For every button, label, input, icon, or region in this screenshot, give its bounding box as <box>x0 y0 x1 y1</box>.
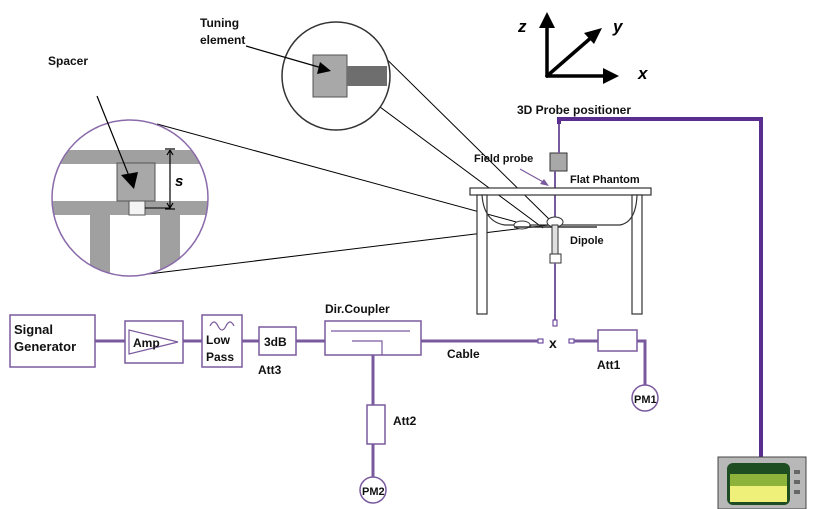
pm2-label: PM2 <box>362 486 385 498</box>
pm1-label: PM1 <box>634 394 657 406</box>
att3-label: Att3 <box>258 363 282 377</box>
pm2-meter <box>359 476 387 504</box>
spacer-arrow-head <box>121 172 138 189</box>
dipole-label: Dipole <box>570 235 604 247</box>
signal-generator-box <box>9 314 96 368</box>
axis-arrow-heads <box>539 12 619 84</box>
attenuator-3db-label: 3dB <box>264 335 287 349</box>
signal-generator-label-1: Signal <box>14 322 53 337</box>
connector-left <box>537 338 544 344</box>
spacing-dimension <box>165 148 175 210</box>
signal-generator-label-2: Generator <box>14 339 76 354</box>
monitor-icon <box>717 456 807 509</box>
connector-right <box>568 338 575 344</box>
spacer-pointer-line <box>96 95 132 182</box>
connector-top <box>552 319 558 327</box>
low-pass-wave-icon <box>209 321 235 331</box>
spacer-label: Spacer <box>48 54 88 68</box>
probe-positioner-cable <box>557 117 763 460</box>
field-probe-arrow-head <box>540 179 549 186</box>
x-axis-label: x <box>637 64 649 83</box>
probe-positioner-label: 3D Probe positioner <box>517 103 631 117</box>
amp-triangle-icon <box>128 329 179 355</box>
z-axis-label: z <box>517 17 527 36</box>
rf-cables <box>95 339 647 477</box>
att1-label: Att1 <box>597 358 621 372</box>
spacer-detail-circle <box>51 119 209 277</box>
attenuator-3db-box <box>258 326 297 356</box>
flat-phantom-table <box>469 187 652 315</box>
tuning-detail-circle <box>281 21 391 131</box>
tuning-pointer-line <box>245 45 323 69</box>
y-axis-label: y <box>612 17 624 36</box>
att1-box <box>597 329 638 352</box>
flat-phantom-label: Flat Phantom <box>570 174 640 186</box>
junction-label: x <box>549 335 557 351</box>
amp-label: Amp <box>133 336 160 350</box>
dipole-assembly <box>513 216 597 264</box>
dir-coupler-label: Dir.Coupler <box>325 302 390 316</box>
tuning-element-label-2: element <box>200 33 245 47</box>
directional-coupler-box <box>324 320 422 356</box>
tuning-arrow-head <box>317 62 331 74</box>
low-pass-label-1: Low <box>206 333 231 347</box>
pm1-meter <box>631 384 659 412</box>
coupler-internal-lines <box>331 330 410 355</box>
probe-holder <box>549 152 568 172</box>
cable-label: Cable <box>447 347 480 361</box>
field-probe-label: Field probe <box>474 153 533 165</box>
att2-label: Att2 <box>393 414 417 428</box>
field-probe-pointer <box>519 168 546 184</box>
low-pass-label-2: Pass <box>206 350 234 364</box>
att2-box <box>366 404 386 445</box>
low-pass-box <box>201 314 243 368</box>
coordinate-axes <box>545 22 608 78</box>
amp-box <box>124 320 184 364</box>
tuning-element-label-1: Tuning <box>200 16 239 30</box>
spacing-label: s <box>175 173 183 190</box>
